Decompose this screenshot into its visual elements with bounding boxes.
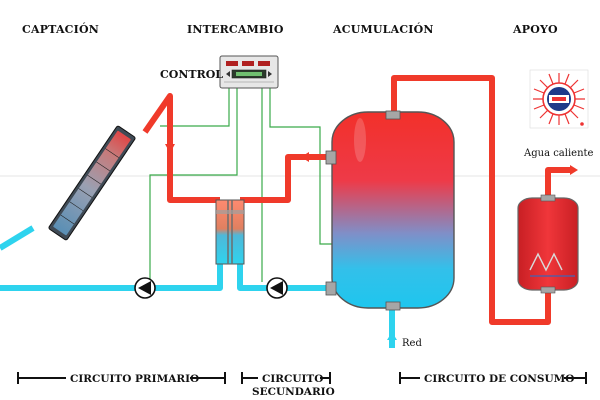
section-secundario-label-2: SECUNDARIO <box>252 386 335 398</box>
hot-pipe-collector-out <box>142 93 220 203</box>
control-unit[interactable] <box>219 55 279 89</box>
cold-pipe-secondary-return <box>237 264 332 291</box>
section-consumo-label: CIRCUITO DE CONSUMO <box>424 373 574 385</box>
storage-tank <box>325 110 455 311</box>
section-consumo: CIRCUITO DE CONSUMO <box>399 370 587 385</box>
control-wires <box>149 88 334 282</box>
hot-pipe-consumo <box>391 75 551 325</box>
cold-pipes <box>0 225 395 348</box>
section-primario-label: CIRCUITO PRIMARIO <box>70 373 199 385</box>
red-arrow-up-icon <box>387 332 397 340</box>
brand-logo <box>529 69 589 129</box>
section-primario: CIRCUITO PRIMARIO <box>17 370 226 385</box>
flow-arrow-left <box>301 152 309 162</box>
pump-primary-arrow-icon <box>138 281 151 295</box>
header-apoyo: APOYO <box>512 23 558 36</box>
pump-primary[interactable] <box>134 277 156 299</box>
cold-pipe-collector-in <box>0 225 35 251</box>
hot-pipe-agua-caliente <box>545 167 572 198</box>
pump-secondary-arrow-icon <box>270 281 283 295</box>
header-captacion: CAPTACIÓN <box>22 22 99 36</box>
backup-heater <box>517 194 579 294</box>
section-secundario: CIRCUITO SECUNDARIO <box>241 370 335 398</box>
heat-exchanger <box>215 199 245 265</box>
header-intercambio: INTERCAMBIO <box>187 23 284 36</box>
agua-caliente-label: Agua caliente <box>523 148 594 159</box>
control-wire-pump-primary <box>149 88 238 282</box>
tank-top-fitting <box>385 110 401 120</box>
cold-pipe-primary-return <box>0 264 223 291</box>
section-secundario-label-1: CIRCUITO <box>262 373 323 385</box>
control-wire-collector <box>160 88 230 127</box>
tank-outlet-cold <box>325 281 337 296</box>
tank-bottom-fitting <box>385 301 401 311</box>
flow-arrow-down <box>165 144 175 153</box>
control-wire-tank-sensor <box>269 88 334 245</box>
tank-inlet-hot <box>325 150 337 165</box>
agua-caliente-arrow-icon <box>570 165 578 175</box>
pump-secondary[interactable] <box>266 277 288 299</box>
hot-pipe-secondary-out <box>240 154 334 203</box>
header-acumulacion: ACUMULACIÓN <box>332 22 434 36</box>
control-label: CONTROL <box>160 68 223 81</box>
solar-collector <box>48 125 136 241</box>
heating-coil-icon <box>529 252 563 272</box>
red-label: Red <box>402 338 422 349</box>
